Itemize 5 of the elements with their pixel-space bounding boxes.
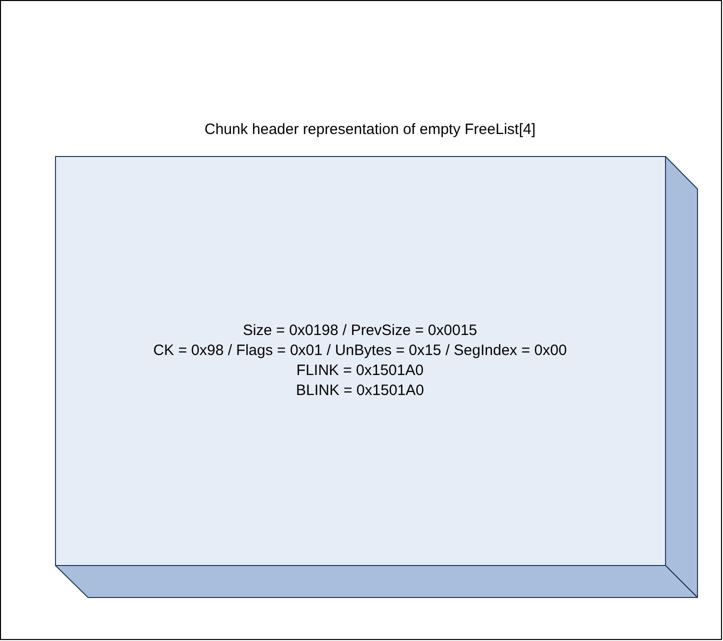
field-text: Size = 0x0198 / PrevSize = 0x0015 [242,320,478,340]
field-text: FLINK = 0x1501A0 [296,360,424,380]
diagram-title: Chunk header representation of empty FreeList[4] [203,120,537,140]
field-text: BLINK = 0x1501A0 [296,380,424,400]
field-text: CK = 0x98 / Flags = 0x01 / UnBytes = 0x15 / SegIndex = 0x00 [153,340,567,360]
